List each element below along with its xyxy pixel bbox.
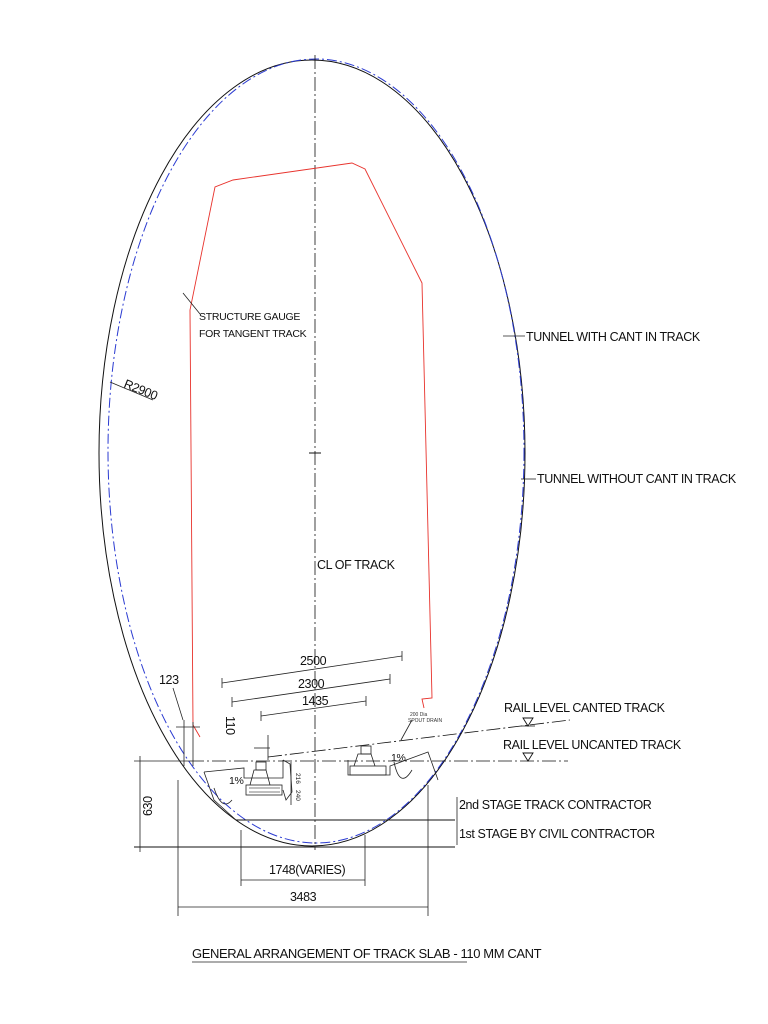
dim-630-label: 630 [141, 796, 155, 816]
dim-240-label: 240 [294, 790, 301, 801]
canted-level-marker [522, 717, 534, 727]
rail-level-canted-label: RAIL LEVEL CANTED TRACK [504, 701, 666, 715]
dim-1748-label: 1748(VARIES) [269, 863, 345, 877]
left-rail-pocket [282, 759, 293, 801]
second-stage-label: 2nd STAGE TRACK CONTRACTOR [459, 798, 652, 812]
dim-123-label: 123 [159, 673, 179, 687]
structure-gauge-label-2: FOR TANGENT TRACK [199, 328, 307, 340]
left-drain-channel [213, 787, 233, 805]
drain-note-1: 200 Dia [410, 712, 427, 718]
structure-gauge-label-1: STRUCTURE GAUGE [199, 311, 300, 323]
dim-216-label: 216 [294, 773, 301, 784]
left-rail-assembly [245, 761, 283, 796]
uncanted-level-marker [522, 752, 534, 762]
right-drain-channel [393, 761, 413, 779]
structure-gauge-outline [189, 162, 433, 738]
dim-2300-label: 2300 [298, 677, 325, 691]
dim-1435-label: 1435 [302, 694, 329, 708]
structure-gauge-leader [182, 292, 201, 315]
rail-level-uncanted-label: RAIL LEVEL UNCANTED TRACK [503, 738, 682, 752]
first-stage-label: 1st STAGE BY CIVIL CONTRACTOR [459, 827, 655, 841]
cl-of-track-label: CL OF TRACK [317, 558, 396, 572]
tunnel-without-cant-outline [107, 58, 525, 844]
drawing-title: GENERAL ARRANGEMENT OF TRACK SLAB - 110 … [192, 946, 542, 961]
dim-1435-line [260, 700, 367, 717]
rail-level-canted-line [267, 719, 571, 758]
right-slab-outline [347, 751, 439, 781]
dim-3483-label: 3483 [290, 890, 317, 904]
dim-2500-line [221, 655, 403, 684]
tunnel-with-cant-outline [98, 59, 526, 847]
dim-2300-line [231, 678, 391, 703]
right-rail-assembly [349, 745, 387, 776]
dim-123-leader [172, 687, 184, 721]
drain-leader [400, 719, 413, 741]
drain-note-2: SPOUT DRAIN [408, 718, 442, 724]
radius-label: R2900 [122, 377, 160, 403]
dim-110-label: 110 [223, 716, 237, 735]
radius-leader [109, 381, 154, 401]
tunnel-with-cant-label: TUNNEL WITH CANT IN TRACK [526, 330, 701, 344]
tunnel-without-cant-label: TUNNEL WITHOUT CANT IN TRACK [537, 472, 737, 486]
left-slab-outline [203, 760, 284, 821]
slope-right-label: 1% [391, 752, 406, 764]
dim-2500-label: 2500 [300, 654, 327, 668]
slope-left-label: 1% [229, 775, 244, 787]
